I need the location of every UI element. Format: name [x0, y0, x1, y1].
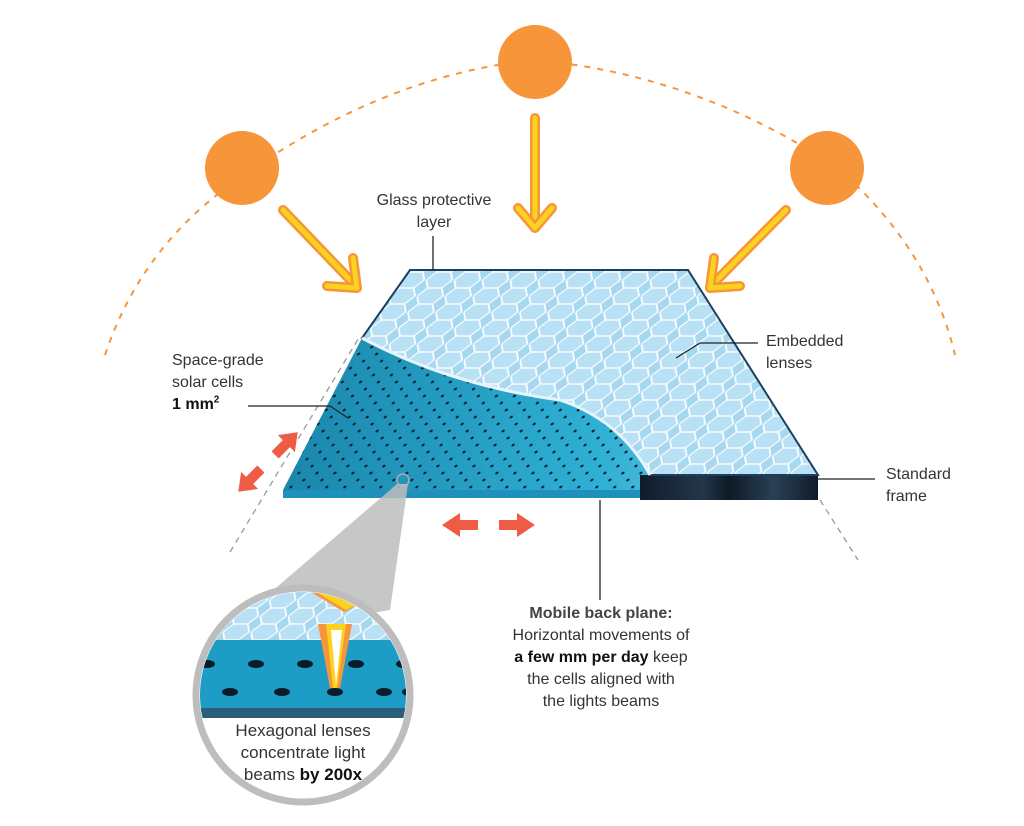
hex-label-line3-pre: beams: [243, 765, 300, 784]
backplane-line3: the cells aligned with: [527, 671, 675, 688]
cells-size-exponent: 2: [213, 394, 220, 406]
double-arrow: [442, 513, 535, 537]
embedded-lenses-label: Embedded lenses: [766, 331, 843, 375]
frame-label-line2: frame: [886, 488, 927, 505]
cells-label-line2: solar cells: [172, 374, 244, 391]
hex-label-line1: Hexagonal lenses: [235, 721, 371, 740]
glass-layer-label: Glass protective layer: [360, 190, 508, 234]
glass-label-line1: Glass protective: [376, 192, 492, 209]
backplane-line2-bold: a few mm per day: [514, 649, 649, 666]
solar-cells-label: Space-grade solar cells 1 mm2: [172, 350, 264, 416]
hexagonal-lenses-label: Hexagonal lenses concentrate light beams…: [233, 720, 373, 786]
mobile-back-plane-label: Mobile back plane: Horizontal movements …: [490, 603, 712, 713]
backplane-line2: a few mm per day keep: [490, 647, 712, 669]
standard-frame-label: Standard frame: [886, 464, 951, 508]
hex-label-line3-bold: by 200x: [299, 765, 363, 784]
hex-label-line3: beams by 200x: [233, 764, 373, 786]
backplane-line2-rest: keep: [648, 649, 688, 666]
light-ray-arrow: [513, 113, 557, 233]
backplane-line1: Horizontal movements of: [512, 627, 690, 644]
hex-label-line2: concentrate light: [240, 743, 366, 762]
backplane-title: Mobile back plane:: [529, 605, 673, 622]
double-arrow: [238, 432, 298, 492]
lenses-label-line2: lenses: [766, 355, 813, 372]
lenses-label-line1: Embedded: [766, 333, 844, 350]
backplane-line4: the lights beams: [542, 693, 660, 710]
cells-label-size: 1 mm2: [172, 394, 264, 416]
light-ray-arrow: [278, 205, 362, 293]
cells-size-value: 1 mm: [172, 396, 214, 413]
sun-icon: [498, 25, 572, 99]
sun-icon: [790, 131, 864, 205]
cells-label-line1: Space-grade: [172, 352, 264, 369]
glass-label-line2: layer: [416, 214, 452, 231]
light-ray-arrow: [705, 205, 791, 293]
sun-icon: [205, 131, 279, 205]
standard-frame: [640, 475, 818, 500]
frame-label-line1: Standard: [886, 466, 951, 483]
